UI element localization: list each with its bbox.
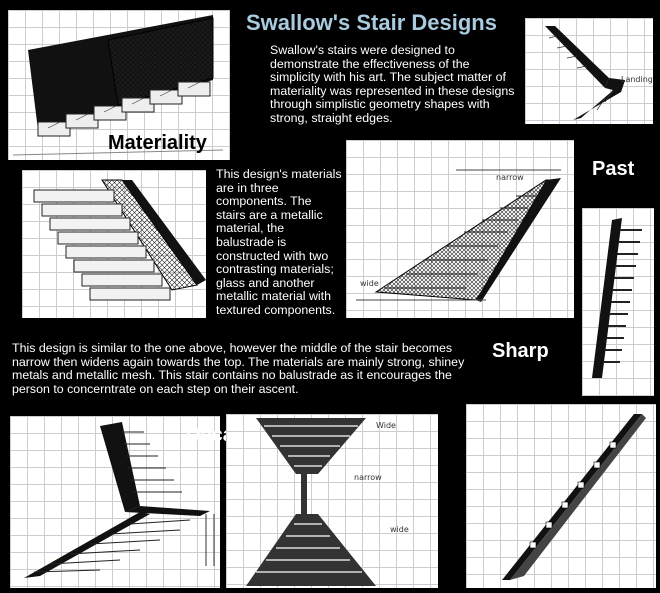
- stair-sketch-materials: [33, 179, 206, 301]
- description-narrow-stair: This design is similar to the one above,…: [12, 341, 465, 396]
- intro-paragraph: Swallow's stairs were designed to demons…: [270, 43, 515, 125]
- sketch-turning-stair: [10, 416, 220, 588]
- page-title: Swallow's Stair Designs: [246, 10, 497, 35]
- sketch-materials: [22, 170, 206, 318]
- stair-sketch-hourglass: Wide narrow wide: [246, 418, 409, 586]
- stair-sketch-sharp: [502, 414, 646, 580]
- sketch-materiality: Materiality: [8, 10, 230, 160]
- stair-sketch-materiality: [12, 15, 224, 156]
- annotation-wide-low: wide: [390, 525, 409, 534]
- description-materials: This design's materials are in three com…: [216, 167, 342, 317]
- label-materiality: Materiality: [108, 132, 207, 154]
- sketch-landing: Landing: [525, 18, 653, 124]
- stair-sketch-landing: Landing: [545, 26, 653, 120]
- annotation-narrow-mid: narrow: [354, 473, 382, 482]
- annotation-landing: Landing: [621, 75, 653, 84]
- sketch-vertical: [582, 208, 654, 396]
- annotation-wide-bottom: wide: [360, 279, 379, 288]
- sketch-narrow-wide: narrow wide: [346, 140, 574, 318]
- sketch-hourglass: Wide narrow wide: [226, 414, 438, 588]
- annotation-wide-top: Wide: [376, 421, 396, 430]
- stair-sketch-vertical: [592, 218, 642, 378]
- annotation-narrow-top: narrow: [496, 173, 524, 182]
- label-past: Past: [592, 158, 635, 180]
- stair-sketch-narrow-wide: narrow wide: [356, 169, 561, 302]
- sketch-sharp: [466, 404, 656, 588]
- stair-sketch-turning: [24, 422, 215, 578]
- label-sharp: Sharp: [492, 340, 549, 362]
